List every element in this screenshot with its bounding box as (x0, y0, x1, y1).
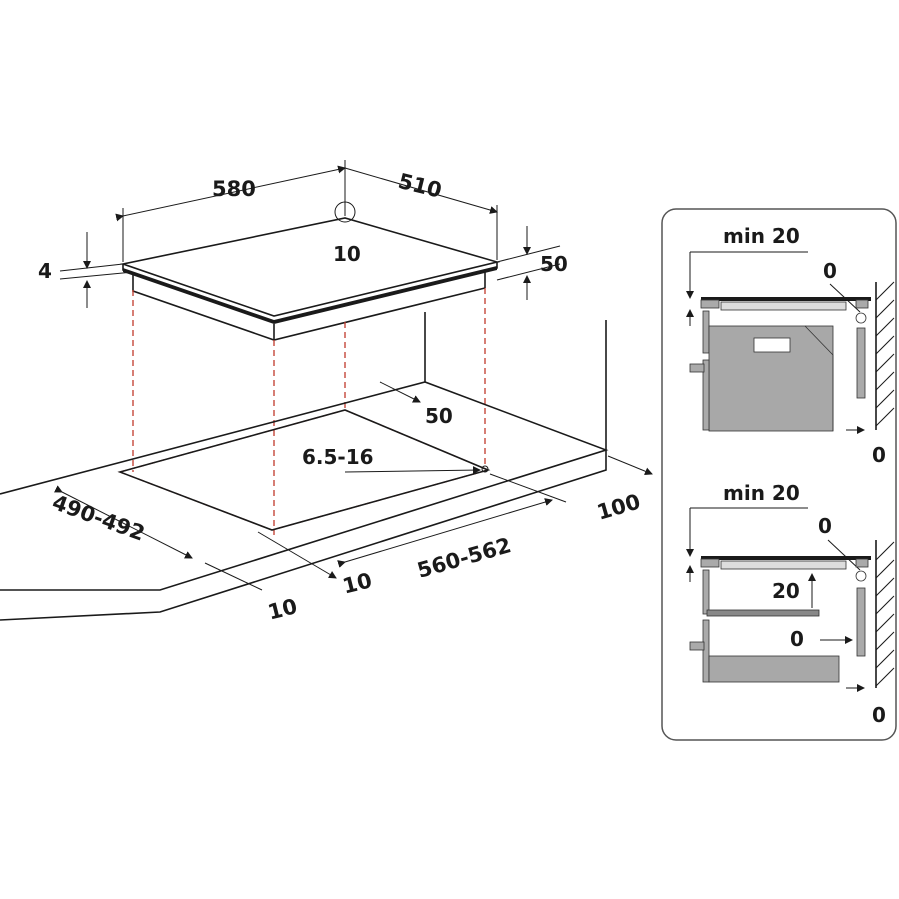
hob-isometric-drawing: 580 510 10 4 50 50 6.5-16 490-492 560-56… (0, 160, 653, 625)
panel-top-wall-label: 0 (872, 443, 886, 467)
worktop (0, 312, 609, 621)
panel-top-min-label: min 20 (723, 224, 800, 248)
cutout-offset-label: 50 (425, 404, 453, 428)
panel-top-side-label: 0 (823, 259, 837, 283)
wall-hatching-top (875, 281, 895, 427)
panel-top-section: min 20 0 0 (686, 224, 895, 467)
worktop-thickness-label: 6.5-16 (302, 445, 374, 469)
front-offset-label-a: 10 (265, 594, 299, 624)
height-dimensions (59, 226, 561, 308)
cutout-depth-label: 490-492 (49, 490, 148, 546)
center-clearance-marker (334, 201, 356, 223)
panel-bottom-shelf-label: 20 (772, 579, 800, 603)
body-height-label: 50 (540, 252, 568, 276)
center-clearance-label: 10 (333, 242, 361, 266)
width-label: 580 (212, 177, 256, 201)
clearance-panel: min 20 0 0 (661, 208, 897, 741)
wall-hatching-bottom (875, 541, 895, 687)
panel-bottom-side-label: 0 (818, 514, 832, 538)
rear-distance-label: 100 (594, 490, 643, 525)
cutout-dimensions (53, 381, 653, 591)
cutout-width-label: 560-562 (415, 533, 514, 583)
width-dimension (115, 160, 498, 262)
glass-thickness-label: 4 (38, 259, 52, 283)
panel-bottom-drawer-label: 0 (790, 627, 804, 651)
panel-bottom-wall-label: 0 (872, 703, 886, 727)
panel-bottom-section: min 20 0 20 0 (686, 481, 895, 727)
hob-body (119, 217, 501, 341)
depth-label: 510 (396, 169, 444, 203)
front-offset-label-b: 10 (340, 568, 374, 598)
panel-bottom-min-label: min 20 (723, 481, 800, 505)
